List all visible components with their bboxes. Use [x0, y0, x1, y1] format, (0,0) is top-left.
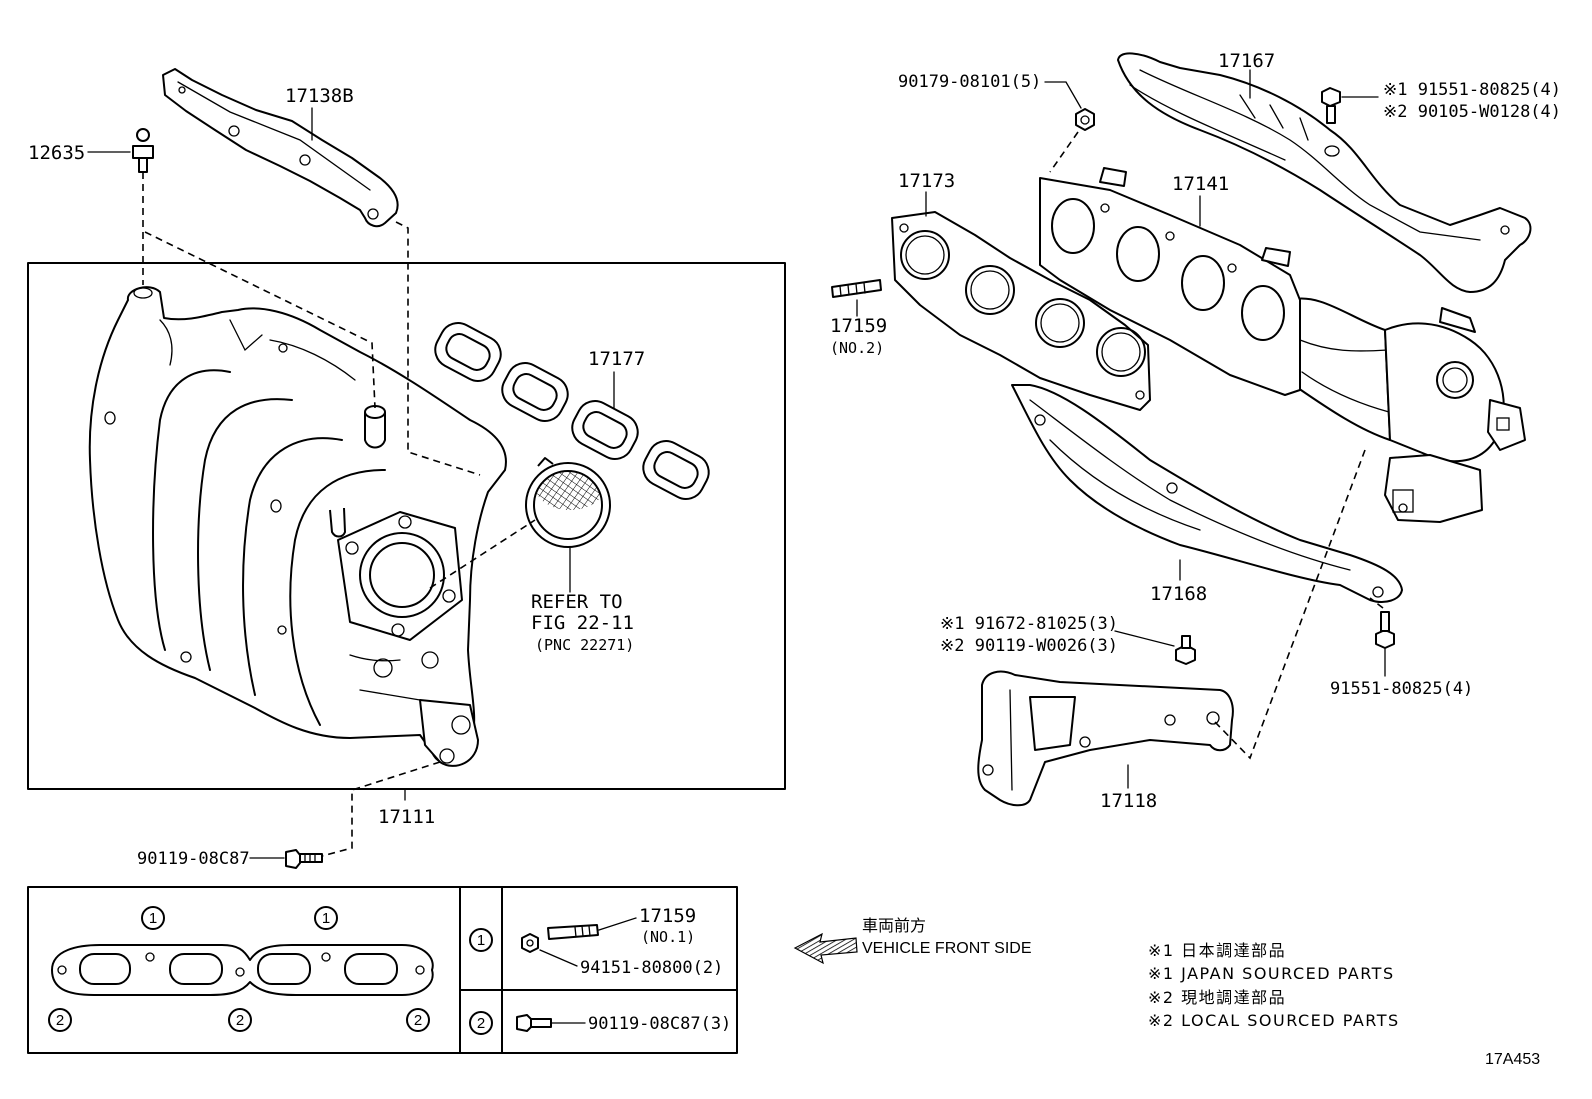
marker-2-label: 2 — [414, 1012, 422, 1029]
figure-code: 17A453 — [1485, 1051, 1540, 1068]
callout-91551-top[interactable]: ※1 91551-80825(4) — [1383, 80, 1561, 100]
bolt-91551-top — [1321, 87, 1341, 124]
callout-17168[interactable]: 17168 — [1150, 583, 1207, 605]
vehicle-front-indicator: 車両前方 VEHICLE FRONT SIDE — [793, 917, 1032, 965]
nut-94151-80800 — [521, 933, 539, 953]
callout-17159-no1[interactable]: 17159 — [639, 905, 696, 927]
marker-2-center: 2 — [228, 1008, 252, 1032]
callout-91672[interactable]: ※1 91672-81025(3) — [940, 614, 1118, 634]
marker-1-top-left: 1 — [141, 906, 165, 930]
dashed-bracket — [1214, 449, 1366, 760]
callout-17167[interactable]: 17167 — [1218, 50, 1275, 72]
callout-12635[interactable]: 12635 — [28, 142, 85, 164]
detail-table: 1 1 2 2 2 1 2 17159 (NO.1) 94151-80800(2… — [27, 886, 738, 1054]
intake-gasket-17177 — [434, 322, 710, 500]
callout-17177[interactable]: 17177 — [588, 348, 645, 370]
callout-90119-w0026[interactable]: ※2 90119-W0026(3) — [940, 636, 1118, 656]
marker-1-label: 1 — [149, 910, 157, 927]
leader-bolt-91672 — [1114, 630, 1175, 647]
row1-leader-lines — [539, 917, 637, 967]
marker-2-label: 2 — [236, 1012, 244, 1029]
marker-1-top-right: 1 — [314, 906, 338, 930]
callout-90105-top[interactable]: ※2 90105-W0128(4) — [1383, 102, 1561, 122]
callout-17111[interactable]: 17111 — [378, 806, 435, 828]
stud-17159-no1 — [547, 924, 599, 940]
heat-insulator-17168 — [1011, 384, 1403, 603]
row2-marker: 2 — [469, 1011, 493, 1035]
callout-94151-80800[interactable]: 94151-80800(2) — [580, 958, 723, 978]
callout-17141[interactable]: 17141 — [1172, 173, 1229, 195]
detail-gasket — [51, 944, 434, 996]
marker-1-label: 1 — [477, 932, 485, 949]
bracket-17118 — [977, 670, 1234, 807]
callout-17173[interactable]: 17173 — [898, 170, 955, 192]
intake-manifold-frame — [27, 262, 786, 790]
intake-manifold-17111 — [88, 286, 507, 767]
exhaust-assembly: 90179-08101(5) 17167 ※1 91551-80825(4) ※… — [830, 50, 1561, 812]
callout-17159-no1-sub: (NO.1) — [641, 928, 695, 946]
nut-90179 — [1075, 108, 1095, 131]
intake-dashed-leaders — [142, 172, 536, 857]
marker-2-right: 2 — [406, 1008, 430, 1032]
exhaust-leader-lines — [856, 69, 1251, 789]
intake-leader-lines — [87, 107, 615, 859]
note-2-jp: ※2 現地調達部品 — [1148, 988, 1286, 1007]
callout-17159-no2-sub: (NO.2) — [830, 339, 884, 357]
row1-marker: 1 — [469, 928, 493, 952]
note-2-en: ※2 LOCAL SOURCED PARTS — [1148, 1011, 1400, 1030]
arrow-left-icon — [793, 932, 858, 965]
exhaust-gasket-17173 — [891, 211, 1151, 411]
reference-line1[interactable]: REFER TO — [531, 591, 623, 613]
exhaust-manifold-17141 — [1039, 167, 1526, 523]
bolt-90119-08c87 — [285, 849, 323, 869]
stud-17159-no2 — [831, 279, 882, 298]
marker-2-label: 2 — [477, 1015, 485, 1032]
reference-line3: (PNC 22271) — [535, 636, 634, 654]
marker-1-label: 1 — [322, 910, 330, 927]
callout-17138b[interactable]: 17138B — [285, 85, 354, 107]
reference-line2[interactable]: FIG 22-11 — [531, 612, 634, 634]
bolt-91551-lower — [1375, 611, 1395, 649]
callout-90119-08c87[interactable]: 90119-08C87 — [137, 849, 250, 869]
intake-assembly: 17138B 12635 17177 REFER TO FIG 22-11 (P… — [27, 68, 786, 869]
dashed-lower-bolt — [1369, 597, 1384, 609]
leader-nut — [1044, 81, 1082, 109]
direction-en: VEHICLE FRONT SIDE — [862, 940, 1032, 957]
sourcing-notes: ※1 日本調達部品 ※1 JAPAN SOURCED PARTS ※2 現地調達… — [1148, 941, 1400, 1030]
marker-2-left: 2 — [48, 1008, 72, 1032]
dashed-nut — [1049, 131, 1079, 173]
throttle-gasket — [525, 457, 611, 548]
bolt-91672 — [1175, 635, 1196, 665]
callout-90179[interactable]: 90179-08101(5) — [898, 72, 1041, 92]
detail-table-frame — [27, 886, 738, 1054]
bolt-90119-08c87-detail — [516, 1014, 552, 1032]
callout-17118[interactable]: 17118 — [1100, 790, 1157, 812]
marker-2-label: 2 — [56, 1012, 64, 1029]
callout-17159-no2[interactable]: 17159 — [830, 315, 887, 337]
direction-jp: 車両前方 — [862, 917, 926, 935]
callout-91551-lower[interactable]: 91551-80825(4) — [1330, 679, 1473, 699]
stud-12635 — [132, 128, 154, 173]
note-1-en: ※1 JAPAN SOURCED PARTS — [1148, 964, 1395, 983]
manifold-plate-17138b — [162, 68, 399, 228]
heat-insulator-17167 — [1117, 52, 1532, 293]
note-1-jp: ※1 日本調達部品 — [1148, 941, 1286, 960]
detail-table-dividers — [459, 886, 738, 1054]
callout-90119-08c87-3[interactable]: 90119-08C87(3) — [588, 1014, 731, 1034]
